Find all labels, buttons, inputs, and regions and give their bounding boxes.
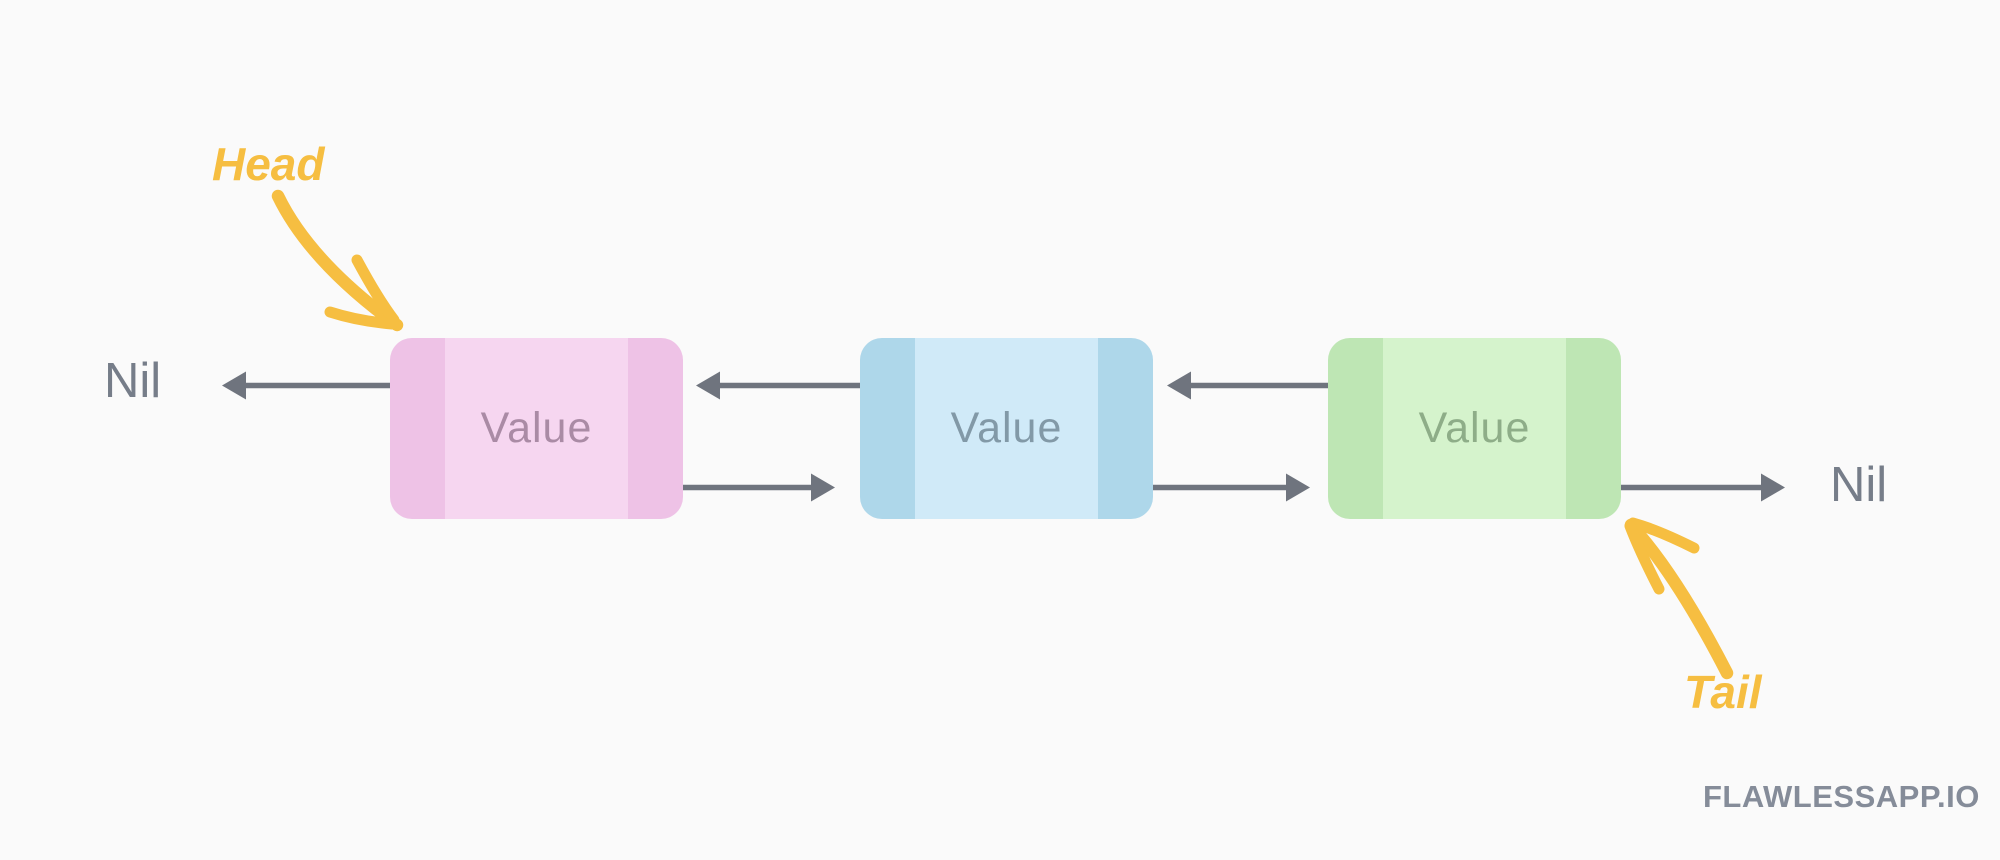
watermark-text: FLAWLESSAPP.IO: [1703, 779, 1980, 814]
list-node-3: Value: [1328, 338, 1621, 519]
prev-pointer-arrow-node1-to-nil: [222, 371, 412, 400]
list-node-3-value-band: [1383, 338, 1566, 519]
list-node-1: Value: [390, 338, 683, 519]
list-node-2-value-label: Value: [950, 404, 1063, 452]
nil-label-left: Nil: [104, 354, 162, 408]
list-node-2-value-band: [915, 338, 1098, 519]
list-node-3-value-label: Value: [1418, 404, 1531, 452]
nil-label-right: Nil: [1830, 458, 1888, 512]
tail-label: Tail: [1684, 666, 1762, 718]
head-annotation-arrow: [271, 189, 404, 332]
next-pointer-arrow-node3-to-nil: [1595, 473, 1785, 502]
head-label: Head: [212, 138, 325, 190]
list-node-1-value-band: [445, 338, 628, 519]
tail-annotation-arrow: [1624, 517, 1734, 680]
list-node-2: Value: [860, 338, 1153, 519]
prev-pointer-arrow-node2-to-node1: [696, 371, 886, 400]
list-node-1-value-label: Value: [480, 404, 593, 452]
